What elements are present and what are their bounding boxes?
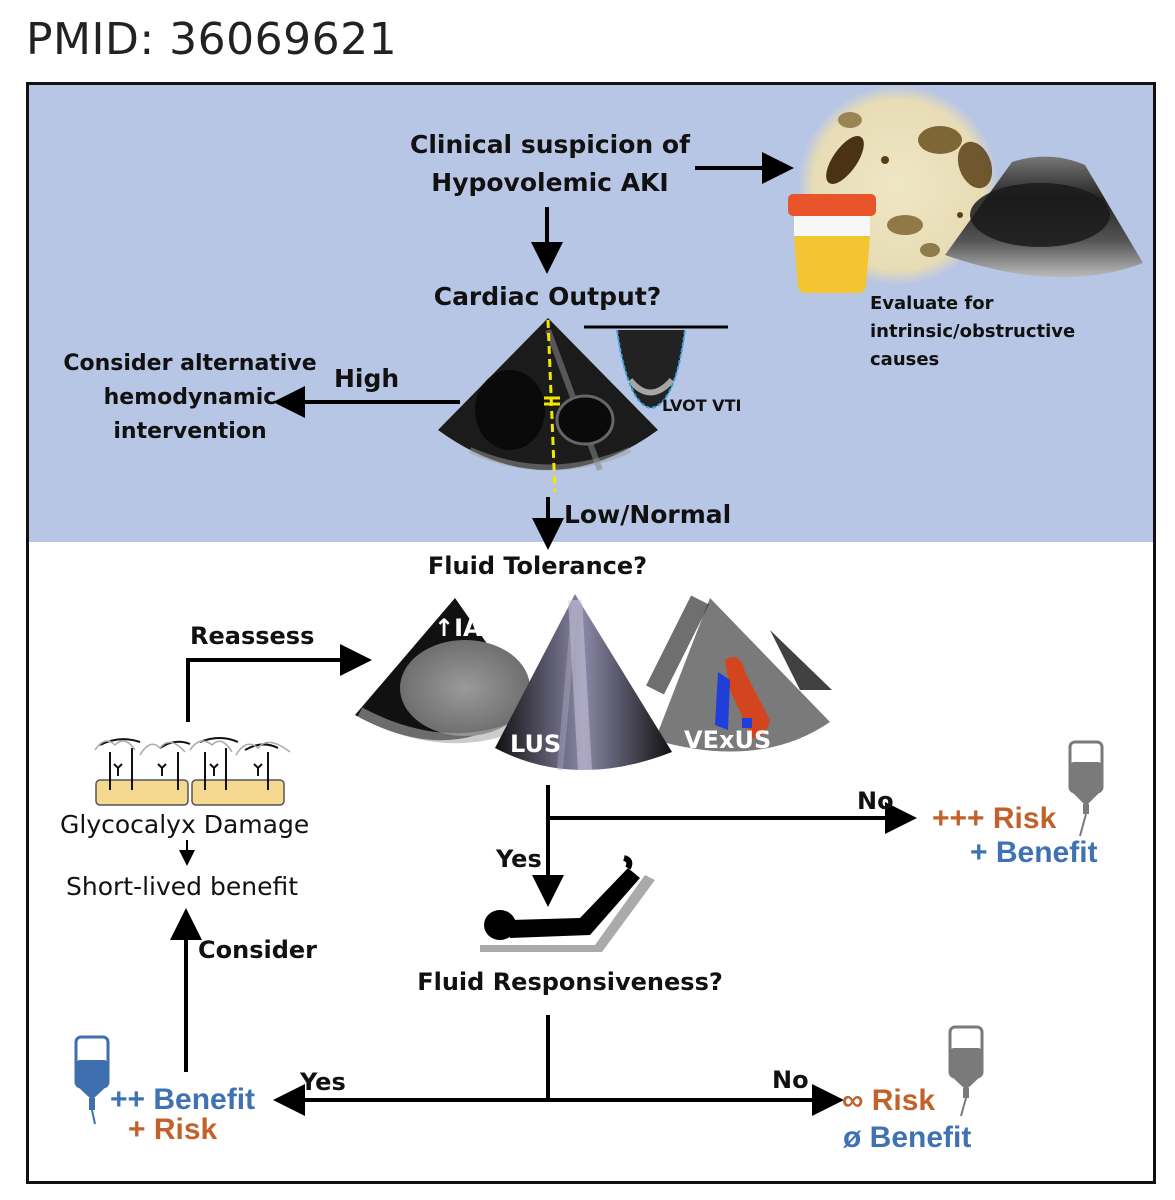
iap-label: ↑IAP (434, 614, 500, 642)
fluid-responsiveness-node: Fluid Responsiveness? (417, 968, 723, 996)
arrow-reassess (186, 644, 372, 722)
vexus-ultrasound-image (646, 595, 832, 752)
start-node-line1: Clinical suspicion of (410, 130, 690, 159)
responsive-yes-benefit: ++ Benefit (110, 1083, 256, 1116)
glycocalyx-illustration (94, 737, 291, 806)
edge-label-low-normal: Low/Normal (564, 500, 732, 529)
tolerance-no-risk: +++ Risk (932, 802, 1057, 835)
vexus-label: VExUS (684, 726, 772, 754)
bladder-ultrasound-image (945, 156, 1143, 278)
pmid-title: PMID: 36069621 (26, 14, 398, 65)
iv-bag-icon-gray (1068, 740, 1104, 837)
passive-leg-raise-figure (480, 855, 655, 952)
edge-label-responsive-yes: Yes (300, 1068, 346, 1096)
urine-cup-image (788, 194, 876, 293)
responsive-yes-risk: + Risk (128, 1113, 218, 1146)
lus-ultrasound-image (495, 594, 672, 771)
edge-label-tolerance-yes: Yes (496, 845, 542, 873)
start-node-line2: Hypovolemic AKI (431, 168, 669, 197)
alternative-line3: intervention (113, 419, 267, 444)
evaluate-node: Evaluate for intrinsic/obstructive cause… (870, 290, 1075, 374)
fluid-tolerance-node: Fluid Tolerance? (427, 552, 648, 580)
start-node: Clinical suspicion of Hypovolemic AKI (395, 126, 705, 202)
responsive-no-benefit: ø Benefit (843, 1121, 972, 1154)
alternative-line1: Consider alternative (63, 351, 317, 376)
alternative-node: Consider alternative hemodynamic interve… (55, 347, 325, 449)
evaluate-line2: intrinsic/obstructive (870, 321, 1076, 342)
edge-label-tolerance-no: No (857, 787, 894, 815)
evaluate-line3: causes (870, 349, 940, 370)
lvot-vti-label: LVOT VTI (662, 396, 742, 415)
tolerance-no-benefit: + Benefit (970, 836, 1098, 869)
cardiac-output-node: Cardiac Output? (433, 282, 662, 311)
lus-label: LUS (510, 730, 562, 758)
edge-label-high: High (334, 364, 400, 393)
responsive-no-risk: ∞ Risk (842, 1084, 936, 1117)
edge-label-reassess: Reassess (190, 622, 315, 650)
evaluate-line1: Evaluate for (870, 293, 994, 314)
glycocalyx-label: Glycocalyx Damage (60, 810, 310, 839)
alternative-line2: hemodynamic (103, 385, 277, 410)
short-lived-benefit-label: Short-lived benefit (66, 872, 299, 901)
edge-label-consider: Consider (198, 936, 317, 964)
lvot-doppler-image (584, 325, 728, 410)
iv-bag-icon-blue (74, 1035, 110, 1125)
apical-echo-image (438, 318, 658, 493)
iv-bag-icon-gray-2 (948, 1025, 984, 1117)
iap-ultrasound-image (355, 598, 533, 744)
edge-label-responsive-no: No (772, 1066, 809, 1094)
